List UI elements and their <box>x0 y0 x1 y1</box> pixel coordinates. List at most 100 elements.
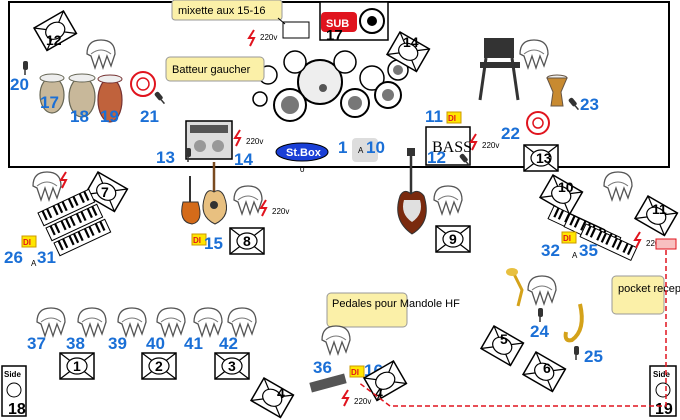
trumpet <box>506 268 524 307</box>
channel-21: 21 <box>140 107 159 126</box>
di-16-label: DI <box>351 368 359 377</box>
a-box <box>352 138 378 162</box>
pedales-callout <box>326 292 408 328</box>
channel-18: 18 <box>70 107 89 126</box>
di-11-label: DI <box>448 114 456 123</box>
power-bass-label: 220v <box>482 141 499 150</box>
channel-40: 40 <box>146 334 165 353</box>
pedales-label: Pedales pour Mandole HF <box>332 298 460 310</box>
channel-25: 25 <box>584 347 603 366</box>
drum-kit <box>252 50 409 122</box>
a-label-top: A <box>358 146 364 155</box>
bass-guitar <box>397 148 427 235</box>
channel-37: 37 <box>27 334 46 353</box>
musician-keys-right <box>603 171 633 201</box>
channel-20: 20 <box>10 75 29 94</box>
monitor-6-label: 6 <box>543 360 551 376</box>
cymbal-21 <box>130 71 156 97</box>
power-keys-left-icon <box>60 171 67 189</box>
mic-21-icon <box>153 90 168 106</box>
channel-19: 19 <box>100 107 119 126</box>
channel-1: 1 <box>338 138 347 157</box>
power-keys-right-label: 220v <box>646 239 663 248</box>
monitor-11-label: 11 <box>652 201 667 217</box>
monitor-8-label: 8 <box>243 233 251 249</box>
power-mandole-label: 220v <box>354 397 371 406</box>
channel-42: 42 <box>219 334 238 353</box>
monitor-7-label: 7 <box>101 184 109 200</box>
musician-keys-left <box>32 171 62 201</box>
mic-23-icon <box>567 96 582 112</box>
bass-label: BASS <box>432 139 472 156</box>
di-15-label: DI <box>193 236 201 245</box>
monitor-1-label: 1 <box>73 358 81 374</box>
a-label-left: A <box>31 259 37 268</box>
channel-11: 11 <box>425 107 443 126</box>
channel-12: 12 <box>427 148 446 167</box>
channel-10: 10 <box>366 138 385 157</box>
di-32-label: DI <box>563 234 571 243</box>
batteur-label: Batteur gaucher <box>172 64 251 76</box>
channel-41: 41 <box>184 334 203 353</box>
di-26-label: DI <box>23 238 31 247</box>
monitor-12-label: 12 <box>46 32 62 48</box>
monitor-0-label: 0 <box>300 165 305 174</box>
monitor-17-label: 17 <box>326 27 343 44</box>
side-fill-18 <box>1 365 27 417</box>
power-amp-icon <box>234 129 241 147</box>
monitor-3-label: 3 <box>228 358 236 374</box>
monitor-wedge-4a <box>250 377 295 419</box>
channel-23: 23 <box>580 95 599 114</box>
power-guitar-label: 220v <box>272 207 289 216</box>
monitor-18-label: 18 <box>8 401 26 418</box>
power-icon <box>248 29 255 47</box>
guitars-left <box>181 162 227 225</box>
side-18-label: Side <box>4 370 21 379</box>
vocal-person-42 <box>227 307 257 337</box>
pedalboard <box>309 373 347 393</box>
saxophone <box>563 303 584 343</box>
channel-32: 32 <box>541 241 560 260</box>
channel-22: 22 <box>501 124 520 143</box>
musician-top-1 <box>86 39 116 69</box>
monitor-13-label: 13 <box>536 150 552 166</box>
djembe <box>546 74 568 107</box>
mic-25-icon <box>573 345 580 361</box>
mic-20-icon <box>22 60 29 76</box>
monitor-4b-label: 4 <box>375 385 383 401</box>
power-keys-right-icon <box>634 231 641 249</box>
vocal-person-37 <box>36 307 66 337</box>
chair <box>478 38 520 101</box>
stbox <box>275 142 329 162</box>
pocket-receiver <box>655 238 677 250</box>
guitar-amp <box>185 120 233 160</box>
monitor-5-label: 5 <box>500 331 508 347</box>
di-box-32 <box>561 231 577 244</box>
stbox-label: St.Box <box>286 147 322 159</box>
vocal-person-40 <box>156 307 186 337</box>
channel-36: 36 <box>313 358 332 377</box>
congas <box>39 73 123 123</box>
channel-15: 15 <box>204 234 223 253</box>
musician-mandole <box>321 325 351 355</box>
di-box-15 <box>191 233 207 246</box>
di-box-16 <box>349 365 365 378</box>
mixette-callout: mixette aux 15-16 <box>171 0 310 39</box>
vocal-person-38 <box>77 307 107 337</box>
monitor-19-label: 19 <box>655 401 673 418</box>
channel-24: 24 <box>530 322 549 341</box>
channel-31: 31 <box>37 248 56 267</box>
channel-14: 14 <box>234 150 253 169</box>
di-box-26 <box>21 235 37 248</box>
a-label-right: A <box>572 251 578 260</box>
mic-13-icon <box>185 147 192 163</box>
mixette-label: mixette aux 15-16 <box>178 5 265 17</box>
power-amp-label: 220v <box>246 137 263 146</box>
pocket-callout <box>611 275 665 315</box>
mic-24-icon <box>537 307 544 323</box>
monitor-10-label: 10 <box>558 179 574 195</box>
channel-38: 38 <box>66 334 85 353</box>
channel-35: 35 <box>579 241 598 260</box>
channel-39: 39 <box>108 334 127 353</box>
power-220v-label: 220v <box>260 33 277 42</box>
